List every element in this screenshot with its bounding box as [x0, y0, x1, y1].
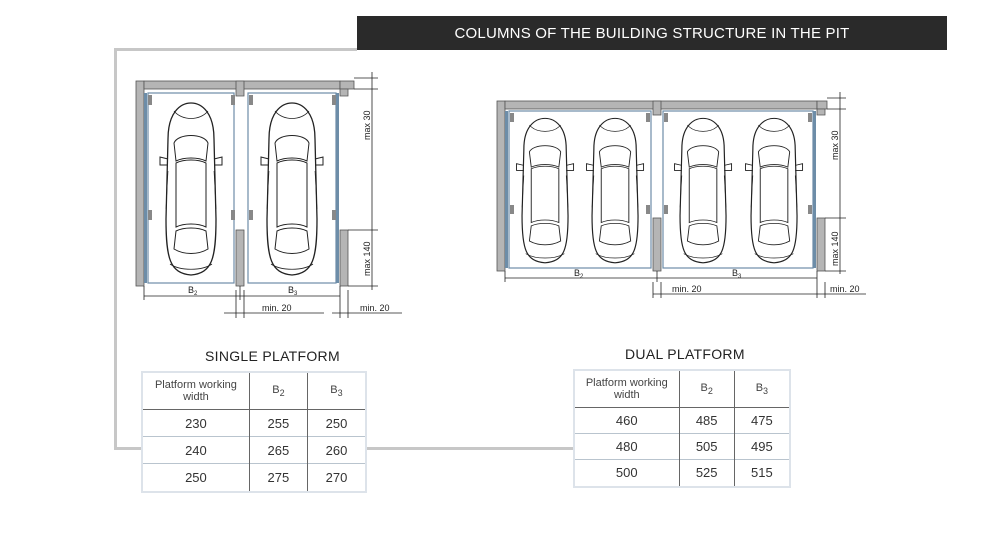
- single-dim-min20-right: min. 20: [360, 303, 390, 313]
- page-title: COLUMNS OF THE BUILDING STRUCTURE IN THE…: [357, 16, 947, 50]
- dual-cell-b3: 495: [733, 433, 789, 460]
- single-cell-width: 250: [143, 463, 250, 491]
- single-dim-min20-middle: min. 20: [262, 303, 292, 313]
- dual-platform-title: DUAL PLATFORM: [625, 346, 745, 362]
- dual-cell-b3: 515: [733, 459, 789, 486]
- dual-cell-width: 500: [575, 459, 680, 486]
- dual-header-b2: B2: [678, 371, 735, 408]
- frame-bottom-line: [114, 447, 144, 450]
- single-platform-title: SINGLE PLATFORM: [205, 348, 340, 364]
- single-dim-b3: B3: [288, 285, 298, 297]
- frame-top-line: [114, 48, 357, 51]
- single-cell-b2: 265: [248, 436, 308, 464]
- single-cell-b3: 270: [306, 463, 365, 491]
- dual-cell-b3: 475: [733, 407, 789, 434]
- dual-cell-width: 480: [575, 433, 680, 460]
- frame-connector-line: [364, 447, 574, 450]
- dual-header-b3: B3: [733, 371, 789, 408]
- single-cell-b3: 250: [306, 409, 365, 437]
- table-row: 230 255 250: [143, 409, 365, 437]
- dual-header-width: Platform working width: [575, 371, 680, 408]
- table-row: 240 265 260: [143, 436, 365, 464]
- single-dim-max140: max 140: [362, 241, 372, 276]
- dual-dim-min20-middle: min. 20: [672, 284, 702, 294]
- dual-dim-b3: B3: [732, 268, 742, 280]
- dual-cell-width: 460: [615, 413, 638, 428]
- dual-cell-b2: 485: [678, 407, 735, 434]
- dual-dim-min20-right: min. 20: [830, 284, 860, 294]
- dual-platform-drawing: B2 B3 min. 20 min. 20 max 30 max 140: [496, 92, 866, 298]
- single-platform-drawing: B2 B3 min. 20 min. 20 max 30 max 140: [135, 72, 402, 318]
- single-header-width: Platform working width: [143, 373, 250, 410]
- single-platform-table: Platform working width B2 B3 230 255 250…: [143, 373, 365, 491]
- dual-dim-b2: B2: [574, 268, 584, 280]
- dual-dim-max30: max 30: [830, 130, 840, 160]
- single-dim-b2: B2: [188, 285, 198, 297]
- single-cell-b3: 260: [306, 436, 365, 464]
- dual-platform-table: Platform working width B2 B3 460 485 475…: [575, 371, 789, 486]
- table-row: 460 485 475: [575, 407, 789, 434]
- table-row: 250 275 270: [143, 463, 365, 491]
- single-cell-width: 240: [143, 436, 250, 464]
- dual-cell-b2: 525: [678, 459, 735, 486]
- table-row: 480 505 495: [575, 433, 789, 460]
- single-header-b3: B3: [306, 373, 365, 410]
- dual-cell-b2: 505: [678, 433, 735, 460]
- single-cell-b2: 255: [248, 409, 308, 437]
- single-dim-max30: max 30: [362, 110, 372, 140]
- frame-left-line: [114, 48, 117, 450]
- single-header-b2: B2: [248, 373, 308, 410]
- dual-dim-max140: max 140: [830, 231, 840, 266]
- single-cell-width: 230: [185, 415, 207, 431]
- table-row: 500 525 515: [575, 459, 789, 486]
- single-cell-b2: 275: [248, 463, 308, 491]
